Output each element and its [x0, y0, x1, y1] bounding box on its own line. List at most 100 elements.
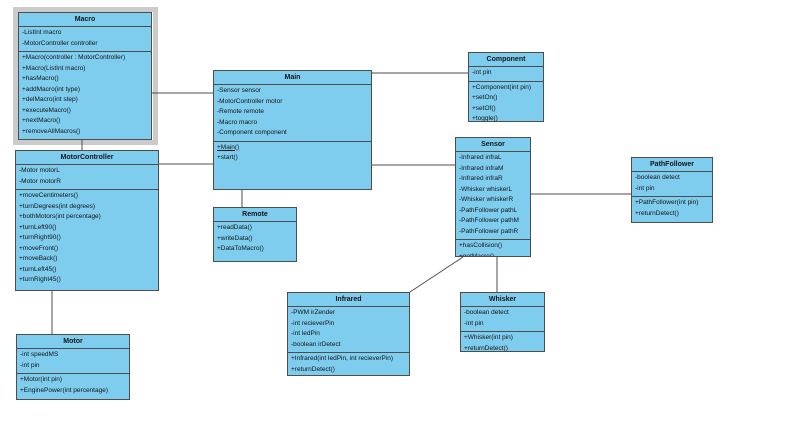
member-row: +EnginePower(int percentage) [20, 386, 108, 394]
member-row: +PathFollower(int pin) [635, 199, 699, 206]
member-row: +addMacro(int type) [22, 85, 80, 93]
member-row: +returnDetect() [464, 344, 508, 352]
class-box-main[interactable]: Main -Sensor sensor -MotorController moto… [213, 70, 372, 190]
member-row: +toggle() [472, 115, 498, 122]
member-row: -boolean irDetect [291, 340, 341, 348]
member-row: +Component(int pin) [472, 83, 532, 91]
class-box-macro[interactable]: Macro -ListInt macro -MotorController con… [18, 12, 152, 140]
member-row: -MotorController motor [217, 97, 283, 105]
member-row: -Remote remote [217, 108, 264, 115]
class-title: Whisker [461, 293, 544, 307]
member-row: +readData() [217, 224, 252, 231]
member-row: +Whisker(int pin) [464, 334, 513, 341]
member-row: +returnDetect() [635, 209, 679, 217]
class-attributes: -Motor motorL -Motor motorR [16, 165, 158, 190]
member-row: +getMacro() [459, 252, 495, 257]
class-title: Remote [214, 208, 296, 222]
member-row: -PathFollower pathM [459, 217, 519, 224]
class-title: Component [469, 53, 543, 67]
class-box-remote[interactable]: Remote +readData() +writeData() +DataToMac… [213, 207, 297, 262]
class-title: PathFollower [632, 158, 712, 172]
member-row: -boolean detect [464, 309, 509, 316]
class-methods: +Component(int pin) +setOn() +setOf() +togg… [469, 82, 543, 122]
class-methods: +hasCollision() +getMacro() [456, 240, 530, 257]
member-row: +Infrared(int ledPin, int recieverPin) [291, 355, 394, 362]
class-methods: +readData() +writeData() +DataToMacro() [214, 222, 296, 261]
class-title: Main [214, 71, 371, 85]
member-row: +delMacro(int step) [22, 96, 78, 103]
class-title: MotorController [16, 151, 158, 165]
member-row: -Motor motorR [19, 177, 61, 185]
class-methods: +Motor(int pin) +EnginePower(int percenta… [17, 374, 129, 399]
member-row: +DataToMacro() [217, 245, 264, 252]
class-box-whisker[interactable]: Whisker -boolean detect-int pin +Whisker… [460, 292, 545, 352]
member-row: +removeAllMacros() [22, 127, 81, 135]
class-attributes: -Infrared infraL -Infrared infraM -Infrare… [456, 152, 530, 240]
connector-sensor-infrared[interactable] [409, 256, 464, 293]
member-row: +Motor(int pin) [20, 376, 63, 383]
member-row: -Infrared infraR [459, 175, 503, 182]
member-row: +setOn() [472, 94, 498, 101]
member-row: -PathFollower pathR [459, 227, 519, 235]
class-box-component[interactable]: Component -int pin +Component(int pin) +s… [468, 52, 544, 122]
class-methods: +Whisker(int pin) +returnDetect() [461, 332, 544, 352]
member-row: -int pin [472, 69, 492, 76]
class-title: Infrared [288, 293, 409, 307]
member-row: +Macro(ListInt macro) [22, 64, 86, 72]
class-attributes: -int speedMS-int pin [17, 349, 129, 374]
member-row: -Whisker whiskerL [459, 185, 513, 193]
member-row: +turnLeft90() [19, 223, 57, 231]
class-box-infrared[interactable]: Infrared -PWM irZender -int recieverPin -i… [287, 292, 410, 376]
member-row: +hasCollision() [459, 242, 503, 249]
member-row: +turnDegrees(int degrees) [19, 202, 96, 210]
class-methods: +Infrared(int ledPin, int recieverPin) +r… [288, 353, 409, 375]
member-row: -ListInt macro [22, 29, 62, 36]
member-row: -int recieverPin [291, 319, 335, 327]
member-row: -Macro macro [217, 118, 258, 126]
member-row: -Infrared infraL [459, 154, 502, 161]
member-row: +Macro(controller : MotorController) [22, 54, 126, 61]
member-row: -Infrared infraM [459, 164, 504, 172]
member-row: +Main() [217, 143, 240, 151]
member-row: -PathFollower pathL [459, 206, 518, 214]
class-methods: +Main() +start() [214, 142, 371, 190]
member-row: +nextMacro() [22, 117, 61, 124]
member-row: -Whisker whiskerR [459, 196, 514, 203]
member-row: +returnDetect() [291, 365, 335, 373]
class-attributes: -PWM irZender -int recieverPin -int ledPin… [288, 307, 409, 353]
class-box-sensor[interactable]: Sensor -Infrared infraL-Infrared infraM-… [455, 137, 531, 257]
member-row: -int ledPin [291, 330, 320, 337]
class-attributes: -int pin [469, 67, 543, 82]
member-row: +writeData() [217, 234, 253, 242]
member-row: +start() [217, 154, 238, 161]
member-row: +turnLeft45() [19, 265, 57, 273]
class-box-motorcontroller[interactable]: MotorController -Motor motorL-Motor moto… [15, 150, 159, 291]
member-row: +executeMacro() [22, 106, 71, 114]
member-row: -int pin [635, 184, 655, 192]
member-row: +hasMacro() [22, 75, 59, 82]
member-row: -MotorController controller [22, 39, 98, 47]
class-attributes: -boolean detect-int pin [461, 307, 544, 332]
class-attributes: -boolean detect -int pin [632, 172, 712, 197]
member-row: -Component component [217, 129, 287, 136]
class-methods: +Macro(controller : MotorController) +Mac… [19, 52, 151, 139]
class-title: Macro [19, 13, 151, 27]
class-box-motor[interactable]: Motor -int speedMS-int pin +Motor(int pi… [16, 334, 130, 400]
member-row: +moveFront() [19, 244, 59, 252]
class-box-pathfollower[interactable]: PathFollower -boolean detect -int pin +Pa… [631, 157, 713, 223]
member-row: +moveCentimeters() [19, 192, 79, 199]
member-row: -Motor motorL [19, 167, 60, 174]
member-row: -boolean detect [635, 174, 680, 181]
member-row: -Sensor sensor [217, 87, 262, 94]
class-title: Sensor [456, 138, 530, 152]
class-methods: +moveCentimeters() +turnDegrees(int degre… [16, 190, 158, 290]
class-attributes: -ListInt macro -MotorController controlle… [19, 27, 151, 52]
member-row: -int speedMS [20, 351, 59, 358]
member-row: +moveBack() [19, 255, 58, 262]
member-row: -PWM irZender [291, 309, 336, 316]
member-row: +turnRight90() [19, 234, 61, 241]
class-title: Motor [17, 335, 129, 349]
class-methods: +PathFollower(int pin) +returnDetect() [632, 197, 712, 222]
member-row: +setOf() [472, 104, 496, 112]
